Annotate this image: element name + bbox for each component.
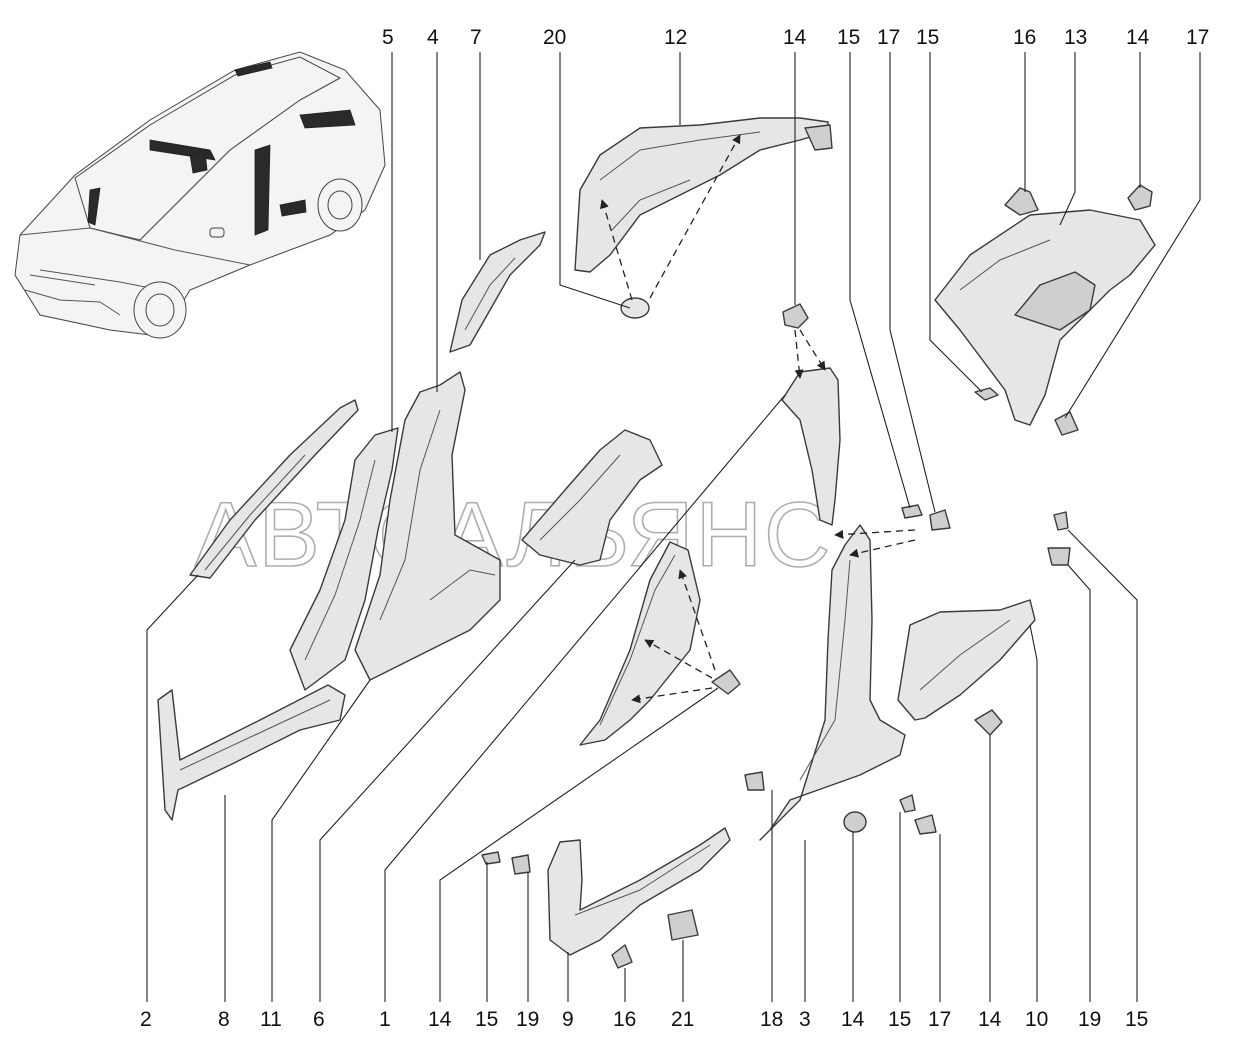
callouts-top: 5 4 7 20 12 14 15 17 15 16 13 14 17 <box>382 26 1209 49</box>
clip-17-icon <box>1054 411 1079 436</box>
callout-bottom-2: 2 <box>140 1008 152 1031</box>
clip-14e-icon <box>843 811 867 833</box>
callouts-bottom: 2 8 11 6 1 14 15 19 9 16 21 18 3 14 15 1… <box>140 1008 1148 1031</box>
callout-top-17: 17 <box>877 26 900 49</box>
screw-15c-icon <box>1053 511 1069 531</box>
callout-top-20: 20 <box>543 26 566 49</box>
callout-bottom-21: 21 <box>671 1008 694 1031</box>
part-10-trim <box>897 599 1036 721</box>
callout-top-15: 15 <box>837 26 860 49</box>
part-5-pillar <box>289 427 399 691</box>
part-9-sill <box>547 827 731 956</box>
callout-bottom-10: 10 <box>1025 1008 1048 1031</box>
part-4-pillar <box>354 371 501 681</box>
callout-bottom-6: 6 <box>313 1008 325 1031</box>
callout-top-16: 16 <box>1013 26 1036 49</box>
callout-bottom-18: 18 <box>760 1008 783 1031</box>
clip-14-icon <box>782 303 809 329</box>
leader-lines <box>146 52 1201 1002</box>
callout-bottom-15: 15 <box>475 1008 498 1031</box>
screw-15-icon <box>974 387 999 401</box>
car-illustration <box>14 51 386 339</box>
part-12-panel <box>574 117 833 273</box>
clip-21-icon <box>667 909 699 941</box>
screw-15e-icon <box>481 851 501 865</box>
callout-bottom-15c: 15 <box>1125 1008 1148 1031</box>
callout-top-17b: 17 <box>1186 26 1209 49</box>
callout-top-12: 12 <box>664 26 687 49</box>
assembly-arrows <box>599 134 916 704</box>
callout-bottom-14c: 14 <box>978 1008 1002 1031</box>
clip-14d-icon <box>711 669 741 695</box>
part-3-pillar <box>759 367 906 841</box>
callout-bottom-14b: 14 <box>841 1008 865 1031</box>
callout-top-15b: 15 <box>916 26 939 49</box>
callout-top-13: 13 <box>1064 26 1087 49</box>
clip-18-icon <box>744 771 765 791</box>
callout-bottom-19b: 19 <box>1078 1008 1101 1031</box>
callout-bottom-14: 14 <box>428 1008 452 1031</box>
part-2-molding <box>189 399 359 579</box>
part-8-sill <box>157 684 346 821</box>
callout-top-7: 7 <box>470 26 482 49</box>
callout-bottom-3: 3 <box>799 1008 811 1031</box>
callout-bottom-11: 11 <box>260 1008 282 1031</box>
screw-15d-icon <box>899 794 916 813</box>
watermark: АВТОАЛЬЯНС <box>195 484 833 586</box>
part-13-panel <box>934 209 1156 426</box>
part-20-cap <box>620 297 650 319</box>
callout-top-5: 5 <box>382 26 394 49</box>
clip-16-icon <box>1004 187 1039 216</box>
callout-bottom-17: 17 <box>928 1008 951 1031</box>
callout-bottom-16: 16 <box>613 1008 636 1031</box>
clip-17b-icon <box>929 509 951 531</box>
callout-bottom-8: 8 <box>218 1008 230 1031</box>
part-1-trim <box>579 541 701 746</box>
callout-top-4: 4 <box>427 26 439 49</box>
clip-14b-icon <box>1127 184 1153 211</box>
clip-17c-icon <box>914 814 937 835</box>
callout-bottom-15b: 15 <box>888 1008 911 1031</box>
clip-19-icon <box>1047 547 1071 566</box>
callout-bottom-1: 1 <box>379 1008 391 1031</box>
clip-16b-icon <box>611 944 633 969</box>
clip-19b-icon <box>511 854 531 875</box>
part-7-trim <box>449 231 546 353</box>
fasteners <box>481 184 1153 969</box>
callout-top-14b: 14 <box>1126 26 1150 49</box>
callout-top-14: 14 <box>783 26 807 49</box>
screw-15b-icon <box>901 504 923 519</box>
callout-bottom-9: 9 <box>562 1008 574 1031</box>
part-6-trim <box>521 429 663 566</box>
clip-14c-icon <box>974 709 1003 736</box>
callout-bottom-19: 19 <box>516 1008 539 1031</box>
